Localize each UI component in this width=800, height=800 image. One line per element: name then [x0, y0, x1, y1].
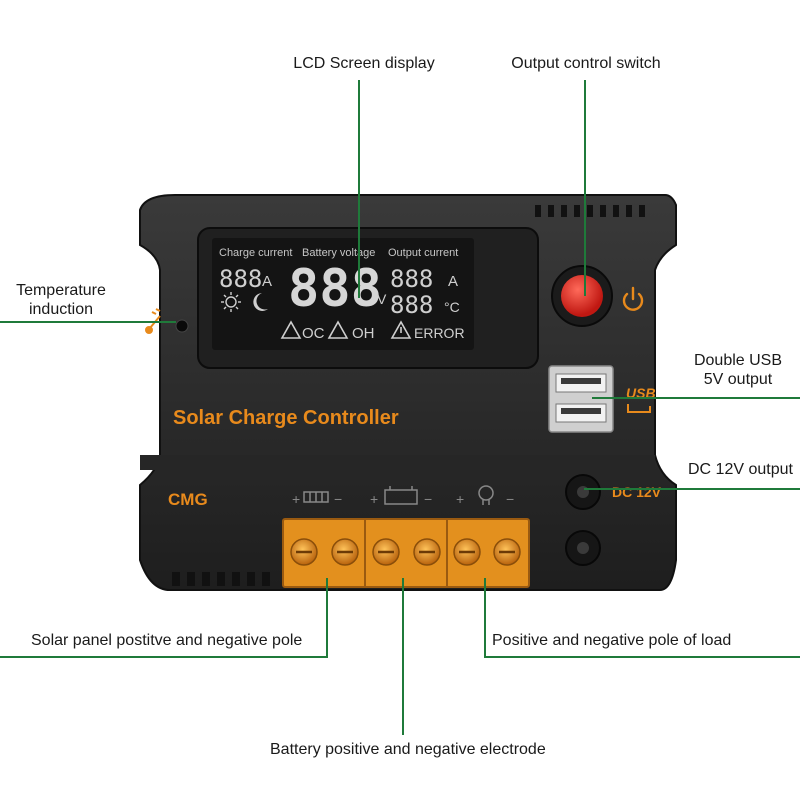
callout-temperature-line2: induction — [28, 301, 94, 318]
svg-text:−: − — [334, 491, 342, 507]
svg-text:−: − — [506, 491, 514, 507]
lcd-oh-label: OH — [352, 325, 375, 342]
lcd-temp-digits: 888 — [390, 291, 433, 319]
lcd-temp-unit: °C — [444, 299, 460, 315]
lcd-header-battery: Battery voltage — [302, 247, 375, 259]
vent-slots-top — [535, 205, 645, 217]
callout-usb: Double USB 5V output — [680, 351, 796, 389]
sun-icon — [221, 292, 241, 312]
lcd-output-unit: A — [448, 273, 458, 290]
svg-text:−: − — [424, 491, 432, 507]
callout-solar: Solar panel postitve and negative pole — [31, 632, 303, 649]
temperature-sensor — [175, 319, 189, 333]
terminal-block — [282, 518, 530, 588]
svg-text:+: + — [456, 491, 464, 507]
vent-slots-bottom — [172, 572, 270, 586]
lcd-charge-digits: 888 — [219, 265, 262, 293]
dc-output-jack-2-pin — [577, 542, 589, 554]
callout-battery: Battery positive and negative electrode — [270, 741, 546, 758]
output-switch-button[interactable] — [561, 275, 603, 317]
load-polarity-icon: + − — [456, 485, 514, 507]
dc-output-jack-1-pin — [577, 486, 589, 498]
warning-oc-icon — [280, 320, 302, 339]
lcd-output-digits: 888 — [390, 265, 433, 293]
usb-icon — [627, 404, 651, 413]
callout-lines — [0, 80, 800, 735]
lcd-header-output: Output current — [388, 247, 458, 259]
callout-line-solar — [0, 578, 328, 658]
moon-icon — [253, 293, 268, 311]
dc-label: DC 12V — [612, 484, 662, 500]
svg-text:+: + — [292, 491, 300, 507]
lcd-charge-unit: A — [262, 273, 272, 290]
lcd-battery-unit: V — [377, 291, 387, 307]
callout-usb-line1: Double USB — [693, 352, 783, 369]
callout-temperature: Temperature induction — [0, 281, 122, 319]
power-icon — [622, 286, 644, 311]
callout-usb-line2: 5V output — [703, 371, 773, 388]
callout-output-switch: Output control switch — [511, 55, 661, 72]
battery-polarity-icon: + − — [370, 486, 432, 507]
callout-load: Positive and negative pole of load — [492, 632, 732, 649]
solar-polarity-icon: + − — [292, 491, 342, 507]
svg-text:+: + — [370, 491, 378, 507]
lcd-header-charge: Charge current — [219, 247, 292, 259]
warning-oh-icon — [327, 320, 349, 339]
lcd-screen — [212, 238, 474, 350]
usb-port-2-tongue — [561, 408, 601, 414]
lcd-battery-digits: 888 — [288, 259, 382, 319]
callout-dc: DC 12V output — [688, 461, 793, 478]
device-title: Solar Charge Controller — [173, 407, 399, 429]
brand-label: CMG — [168, 490, 208, 509]
lcd-error-label: ERROR — [414, 325, 465, 341]
usb-port-1-tongue — [561, 378, 601, 384]
terminal-screws — [290, 538, 521, 566]
warning-error-icon — [390, 320, 412, 339]
callout-line-load — [484, 578, 800, 658]
lower-panel — [140, 455, 655, 470]
callout-lcd: LCD Screen display — [293, 55, 435, 72]
lcd-oc-label: OC — [302, 325, 325, 342]
callout-temperature-line1: Temperature — [16, 282, 106, 299]
